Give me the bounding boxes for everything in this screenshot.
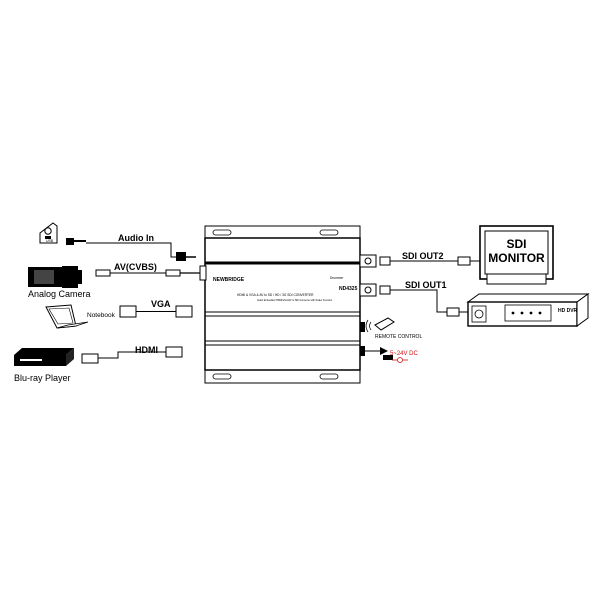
port-ring [364, 257, 372, 265]
dvr-button [511, 311, 515, 315]
dvr-button [529, 311, 533, 315]
monitor-label-line1: SDI [506, 237, 526, 251]
bnc-plug-icon [379, 285, 391, 295]
player-top [14, 348, 74, 355]
converter-body [204, 237, 361, 371]
vga-plug-icon [175, 305, 193, 318]
audio-in-label: Audio In [118, 233, 154, 243]
mount-slot [319, 229, 339, 236]
dvr-side [576, 293, 589, 327]
analog-camera-device: Analog Camera [28, 266, 91, 299]
microphone-device: USB [39, 222, 58, 244]
signal-wave-icon [369, 321, 372, 331]
av-cvbs-label: AV(CVBS) [114, 262, 157, 272]
player-side [66, 348, 74, 366]
audio-cable-line [86, 242, 188, 258]
converter-description: HDMI & VGA & AV to SD / HD / 3G SDI CONV… [237, 293, 314, 297]
dvr-button [520, 311, 524, 315]
hd-dvr-device: HD DVR [466, 293, 590, 327]
camera-lens-rim [78, 270, 82, 284]
mount-slot [212, 229, 232, 236]
audio-cable: Audio In [66, 233, 196, 261]
mic-text: USB [46, 239, 54, 243]
av-input-jack [199, 265, 207, 281]
hdmi-plug-icon [81, 353, 99, 364]
notebook-screen [48, 307, 74, 325]
sdi-out1-label: SDI OUT1 [405, 280, 447, 290]
hdmi-label: HDMI [135, 345, 158, 355]
audio-plug-icon [66, 238, 74, 245]
bnc-plug-icon [379, 256, 391, 266]
rca-plug-icon [165, 269, 181, 277]
ir-port [360, 322, 365, 332]
monitor-label-line2: MONITOR [488, 251, 545, 265]
converter-subtitle: Drummer [330, 276, 344, 280]
bluray-player-device: Blu-ray Player [14, 348, 74, 383]
notebook-base [56, 321, 89, 329]
mount-slot [212, 373, 232, 380]
rca-plug-icon [95, 269, 111, 277]
hdmi-plug-icon [165, 346, 183, 358]
notebook-device: Notebook [45, 304, 116, 329]
dvr-top [466, 293, 590, 303]
sdi-out2-label: SDI OUT2 [402, 251, 444, 261]
analog-camera-label: Analog Camera [28, 289, 91, 299]
vga-plug-icon [119, 305, 137, 318]
camera-side [34, 270, 54, 284]
power-spec-label: 5~24V DC [390, 351, 419, 357]
signal-wave-icon [365, 319, 369, 333]
converter-model: ND4325 [339, 286, 358, 292]
vga-label: VGA [151, 299, 171, 309]
dvr-dial [474, 309, 484, 319]
mic-base [45, 236, 51, 239]
player-tray [20, 359, 42, 361]
hd-dvr-label: HD DVR [558, 308, 578, 314]
power-plug-tip [380, 347, 388, 355]
sdi-out1-cable: SDI OUT1 [379, 280, 470, 317]
power-plug-icon [383, 355, 393, 360]
camera-lens [62, 266, 78, 288]
monitor-screen [484, 230, 549, 275]
vga-cable: VGA [119, 299, 193, 318]
remote-control: REMOTE CONTROL [365, 317, 422, 340]
av-cable: AV(CVBS) [95, 262, 200, 277]
audio-plug-icon [176, 252, 186, 261]
converter-unit: NEWBRIDGE Drummer ND4325 HDMI & VGA & AV… [199, 225, 377, 384]
mount-slot [319, 373, 339, 380]
bluray-player-label: Blu-ray Player [14, 373, 71, 383]
notebook-label: Notebook [87, 312, 116, 319]
sdi-monitor-device: SDI MONITOR [479, 225, 554, 285]
polarity-icon [397, 357, 403, 363]
port-ring [364, 286, 372, 294]
sdi-cable-line [390, 289, 447, 313]
power-port [360, 346, 365, 356]
hdmi-cable: HDMI [81, 345, 183, 364]
dvr-panel [504, 304, 552, 322]
hdmi-cable-line [98, 351, 166, 359]
monitor-stand [486, 273, 547, 285]
dvr-button [538, 311, 542, 315]
bnc-plug-icon [457, 256, 471, 266]
remote-control-label: REMOTE CONTROL [375, 334, 422, 340]
power-input: 5~24V DC [365, 347, 419, 363]
brand-logo: NEWBRIDGE [213, 277, 245, 283]
converter-fine-print: Audio Embedded HDMI/VGA/AV to SDI Conver… [257, 299, 333, 302]
bnc-plug-icon [446, 307, 460, 317]
sdi-out2-cable: SDI OUT2 [379, 251, 492, 266]
mic-grille [44, 227, 52, 235]
remote-control-icon [374, 317, 395, 331]
